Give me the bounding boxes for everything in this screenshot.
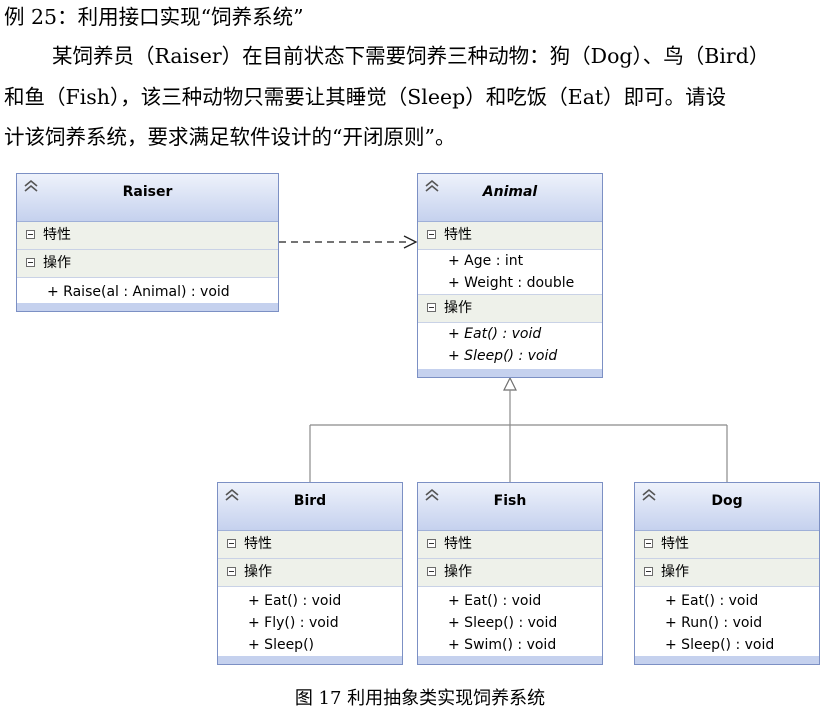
class-bird[interactable]: Bird 特性 操作 + Eat() : void + Fly() : void… <box>217 482 403 665</box>
collapse-minus-icon[interactable] <box>227 539 236 548</box>
class-header: Animal <box>418 174 602 222</box>
collapse-minus-icon[interactable] <box>644 567 653 576</box>
operations-section: 操作 <box>17 250 278 278</box>
class-header: Raiser <box>17 174 278 222</box>
class-header: Dog <box>635 483 819 531</box>
operations-list: + Eat() : void + Fly() : void + Sleep() <box>218 587 402 660</box>
attributes-label: 特性 <box>244 536 272 552</box>
operations-label: 操作 <box>43 255 71 271</box>
paragraph-line-2: 和鱼（Fish），该三种动物只需要让其睡觉（Sleep）和吃饭（Eat）即可。请… <box>4 85 727 109</box>
attributes-section: 特性 <box>635 531 819 559</box>
collapse-chevron-icon[interactable] <box>424 179 440 193</box>
paragraph-line-3: 计该饲养系统，要求满足软件设计的“开闭原则”。 <box>4 125 456 149</box>
class-name: Fish <box>493 493 527 509</box>
operation: + Swim() : void <box>448 637 557 653</box>
collapse-minus-icon[interactable] <box>427 303 436 312</box>
attributes-section: 特性 <box>418 531 602 559</box>
attributes-label: 特性 <box>444 536 472 552</box>
attributes-label: 特性 <box>444 227 472 243</box>
operation: + Eat() : void <box>248 593 342 609</box>
operations-section: 操作 <box>218 559 402 587</box>
paragraph-line-1: 某饲养员（Raiser）在目前状态下需要饲养三种动物：狗（Dog）、鸟（Bird… <box>52 44 770 68</box>
operations-label: 操作 <box>444 564 472 580</box>
operation: + Eat() : void <box>665 593 759 609</box>
operation: + Eat() : void <box>448 593 542 609</box>
attribute: + Weight : double <box>448 275 575 291</box>
class-footer <box>218 656 402 664</box>
attributes-section: 特性 <box>218 531 402 559</box>
operation: + Sleep() <box>248 637 314 653</box>
collapse-minus-icon[interactable] <box>26 258 35 267</box>
attribute: + Age : int <box>448 253 524 269</box>
operation: + Fly() : void <box>248 615 339 631</box>
figure-caption: 图 17 利用抽象类实现饲养系统 <box>294 688 546 709</box>
generalization-triangle <box>503 376 517 391</box>
class-header: Bird <box>218 483 402 531</box>
class-footer <box>418 369 602 377</box>
class-name: Bird <box>293 493 327 509</box>
class-animal[interactable]: Animal 特性 + Age : int + Weight : double … <box>417 173 603 378</box>
class-fish[interactable]: Fish 特性 操作 + Eat() : void + Sleep() : vo… <box>417 482 603 665</box>
class-name: Dog <box>711 493 743 509</box>
dependency-arrowhead <box>403 235 418 249</box>
example-title: 例 25：利用接口实现“饲养系统” <box>4 5 304 29</box>
operations-section: 操作 <box>418 295 602 323</box>
collapse-chevron-icon[interactable] <box>641 488 657 502</box>
class-footer <box>17 303 278 311</box>
operation: + Sleep() : void <box>448 615 558 631</box>
attributes-section: 特性 <box>418 222 602 250</box>
collapse-minus-icon[interactable] <box>427 230 436 239</box>
operations-label: 操作 <box>661 564 689 580</box>
class-footer <box>635 656 819 664</box>
class-header: Fish <box>418 483 602 531</box>
operations-label: 操作 <box>444 300 472 316</box>
attributes-list: + Age : int + Weight : double <box>418 250 602 295</box>
class-name: Raiser <box>122 184 173 200</box>
collapse-chevron-icon[interactable] <box>424 488 440 502</box>
attributes-label: 特性 <box>661 536 689 552</box>
operations-list: + Eat() : void + Run() : void + Sleep() … <box>635 587 819 660</box>
class-name: Animal <box>482 184 538 200</box>
operation: + Raise(al : Animal) : void <box>47 284 230 300</box>
class-footer <box>418 656 602 664</box>
operation: + Sleep() : void <box>665 637 775 653</box>
operations-list: + Eat() : void + Sleep() : void + Swim()… <box>418 587 602 660</box>
collapse-minus-icon[interactable] <box>26 230 35 239</box>
collapse-minus-icon[interactable] <box>427 567 436 576</box>
operations-list: + Eat() : void + Sleep() : void <box>418 323 602 371</box>
collapse-minus-icon[interactable] <box>227 567 236 576</box>
attributes-label: 特性 <box>43 227 71 243</box>
operation: + Eat() : void <box>448 326 542 342</box>
operations-section: 操作 <box>418 559 602 587</box>
attributes-section: 特性 <box>17 222 278 250</box>
class-raiser[interactable]: Raiser 特性 操作 + Raise(al : Animal) : void <box>16 173 279 312</box>
collapse-minus-icon[interactable] <box>427 539 436 548</box>
class-dog[interactable]: Dog 特性 操作 + Eat() : void + Run() : void … <box>634 482 820 665</box>
operations-section: 操作 <box>635 559 819 587</box>
collapse-minus-icon[interactable] <box>644 539 653 548</box>
operations-label: 操作 <box>244 564 272 580</box>
collapse-chevron-icon[interactable] <box>23 179 39 193</box>
collapse-chevron-icon[interactable] <box>224 488 240 502</box>
operation: + Sleep() : void <box>448 348 558 364</box>
operation: + Run() : void <box>665 615 763 631</box>
